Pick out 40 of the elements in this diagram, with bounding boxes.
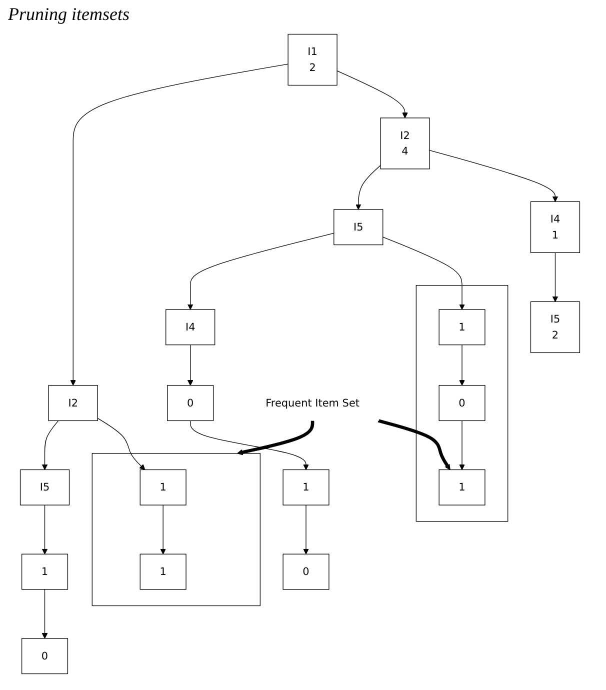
cluster bbox=[92, 453, 260, 606]
node-box: 1 bbox=[140, 469, 186, 506]
arrow bbox=[356, 165, 381, 210]
node-box: I2 4 bbox=[380, 118, 430, 170]
arrow bbox=[552, 252, 558, 302]
arrow bbox=[303, 504, 309, 554]
arrow bbox=[429, 150, 558, 202]
node-box: 1 bbox=[22, 554, 68, 590]
arrow bbox=[42, 420, 59, 470]
node-box: I1 2 bbox=[288, 34, 338, 86]
arrow bbox=[70, 64, 288, 386]
node-box: I5 2 bbox=[530, 301, 580, 354]
arrow bbox=[382, 236, 465, 310]
node-box: I4 bbox=[166, 309, 216, 346]
node-box: I4 1 bbox=[530, 201, 580, 253]
node-box: I5 bbox=[20, 469, 70, 506]
node-box: 1 bbox=[140, 554, 186, 590]
arrow bbox=[336, 70, 408, 118]
arrow bbox=[160, 504, 166, 554]
arrow bbox=[378, 419, 450, 470]
node-box: 0 bbox=[438, 385, 486, 422]
node-box: 0 bbox=[167, 385, 214, 422]
node-box: I5 bbox=[334, 209, 384, 246]
arrow bbox=[187, 232, 334, 310]
node-box: 0 bbox=[22, 638, 68, 674]
arrow bbox=[459, 344, 465, 386]
arrow bbox=[42, 504, 48, 554]
node-box: 1 bbox=[438, 309, 486, 346]
arrow bbox=[459, 420, 465, 470]
node-box: 1 bbox=[282, 469, 330, 506]
arrow bbox=[42, 589, 48, 639]
cluster bbox=[416, 285, 508, 522]
node-box: 0 bbox=[282, 554, 330, 590]
node-text: Frequent Item Set bbox=[266, 396, 360, 409]
node-box: I2 bbox=[48, 385, 98, 422]
arrow bbox=[187, 344, 194, 386]
arrow bbox=[97, 418, 146, 470]
diagram-title: Pruning itemsets bbox=[8, 4, 130, 25]
arrow bbox=[190, 420, 309, 470]
node-box: 1 bbox=[438, 469, 486, 506]
